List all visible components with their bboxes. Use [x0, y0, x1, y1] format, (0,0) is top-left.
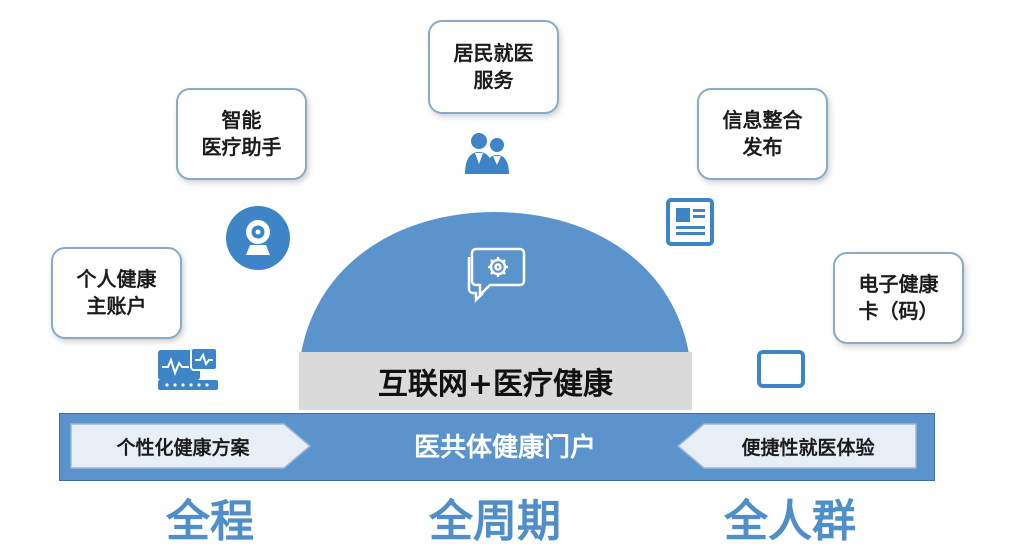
portal-title: 医共体健康门户	[413, 432, 596, 463]
monitor-card-icon	[158, 347, 218, 390]
personal-account-line2: 主账户	[86, 294, 147, 318]
smart-assistant-line2: 医疗助手	[201, 135, 282, 159]
info-integration-line1: 信息整合	[722, 108, 803, 132]
tagline-whole-cycle: 全周期	[429, 496, 561, 547]
personal-health-account-box: 个人健康 主账户	[51, 247, 182, 339]
right-arrow-shape	[676, 423, 917, 469]
info-integration-line2: 发布	[742, 135, 783, 159]
tagline-whole-process: 全程	[166, 496, 254, 547]
resident-medical-line2: 服务	[473, 68, 514, 92]
info-integration-box: 信息整合 发布	[697, 88, 828, 180]
resident-medical-service-box: 居民就医 服务	[428, 20, 559, 114]
resident-medical-line1: 居民就医	[453, 41, 534, 65]
health-card-line1: 电子健康	[858, 272, 939, 296]
chat-gear-icon	[467, 247, 526, 303]
internet-healthcare-bar: 互联网+医疗健康	[299, 352, 692, 410]
electronic-health-card-box: 电子健康 卡（码）	[833, 252, 964, 344]
center-bar-title: 互联网+医疗健康	[377, 367, 614, 402]
webcam-icon	[226, 206, 290, 270]
left-arrow-shape	[70, 423, 312, 469]
smart-medical-assistant-box: 智能 医疗助手	[176, 88, 307, 180]
personalized-health-plan-label: 个性化健康方案	[116, 436, 250, 459]
convenient-medical-experience-label: 便捷性就医体验	[741, 436, 875, 459]
health-card-line2: 卡（码）	[858, 299, 939, 323]
tablet-icon	[757, 350, 805, 388]
tagline-whole-population: 全人群	[724, 496, 856, 547]
doctors-icon	[465, 133, 509, 174]
personal-account-line1: 个人健康	[76, 267, 157, 291]
news-document-icon	[666, 198, 714, 246]
smart-assistant-line1: 智能	[221, 108, 262, 132]
